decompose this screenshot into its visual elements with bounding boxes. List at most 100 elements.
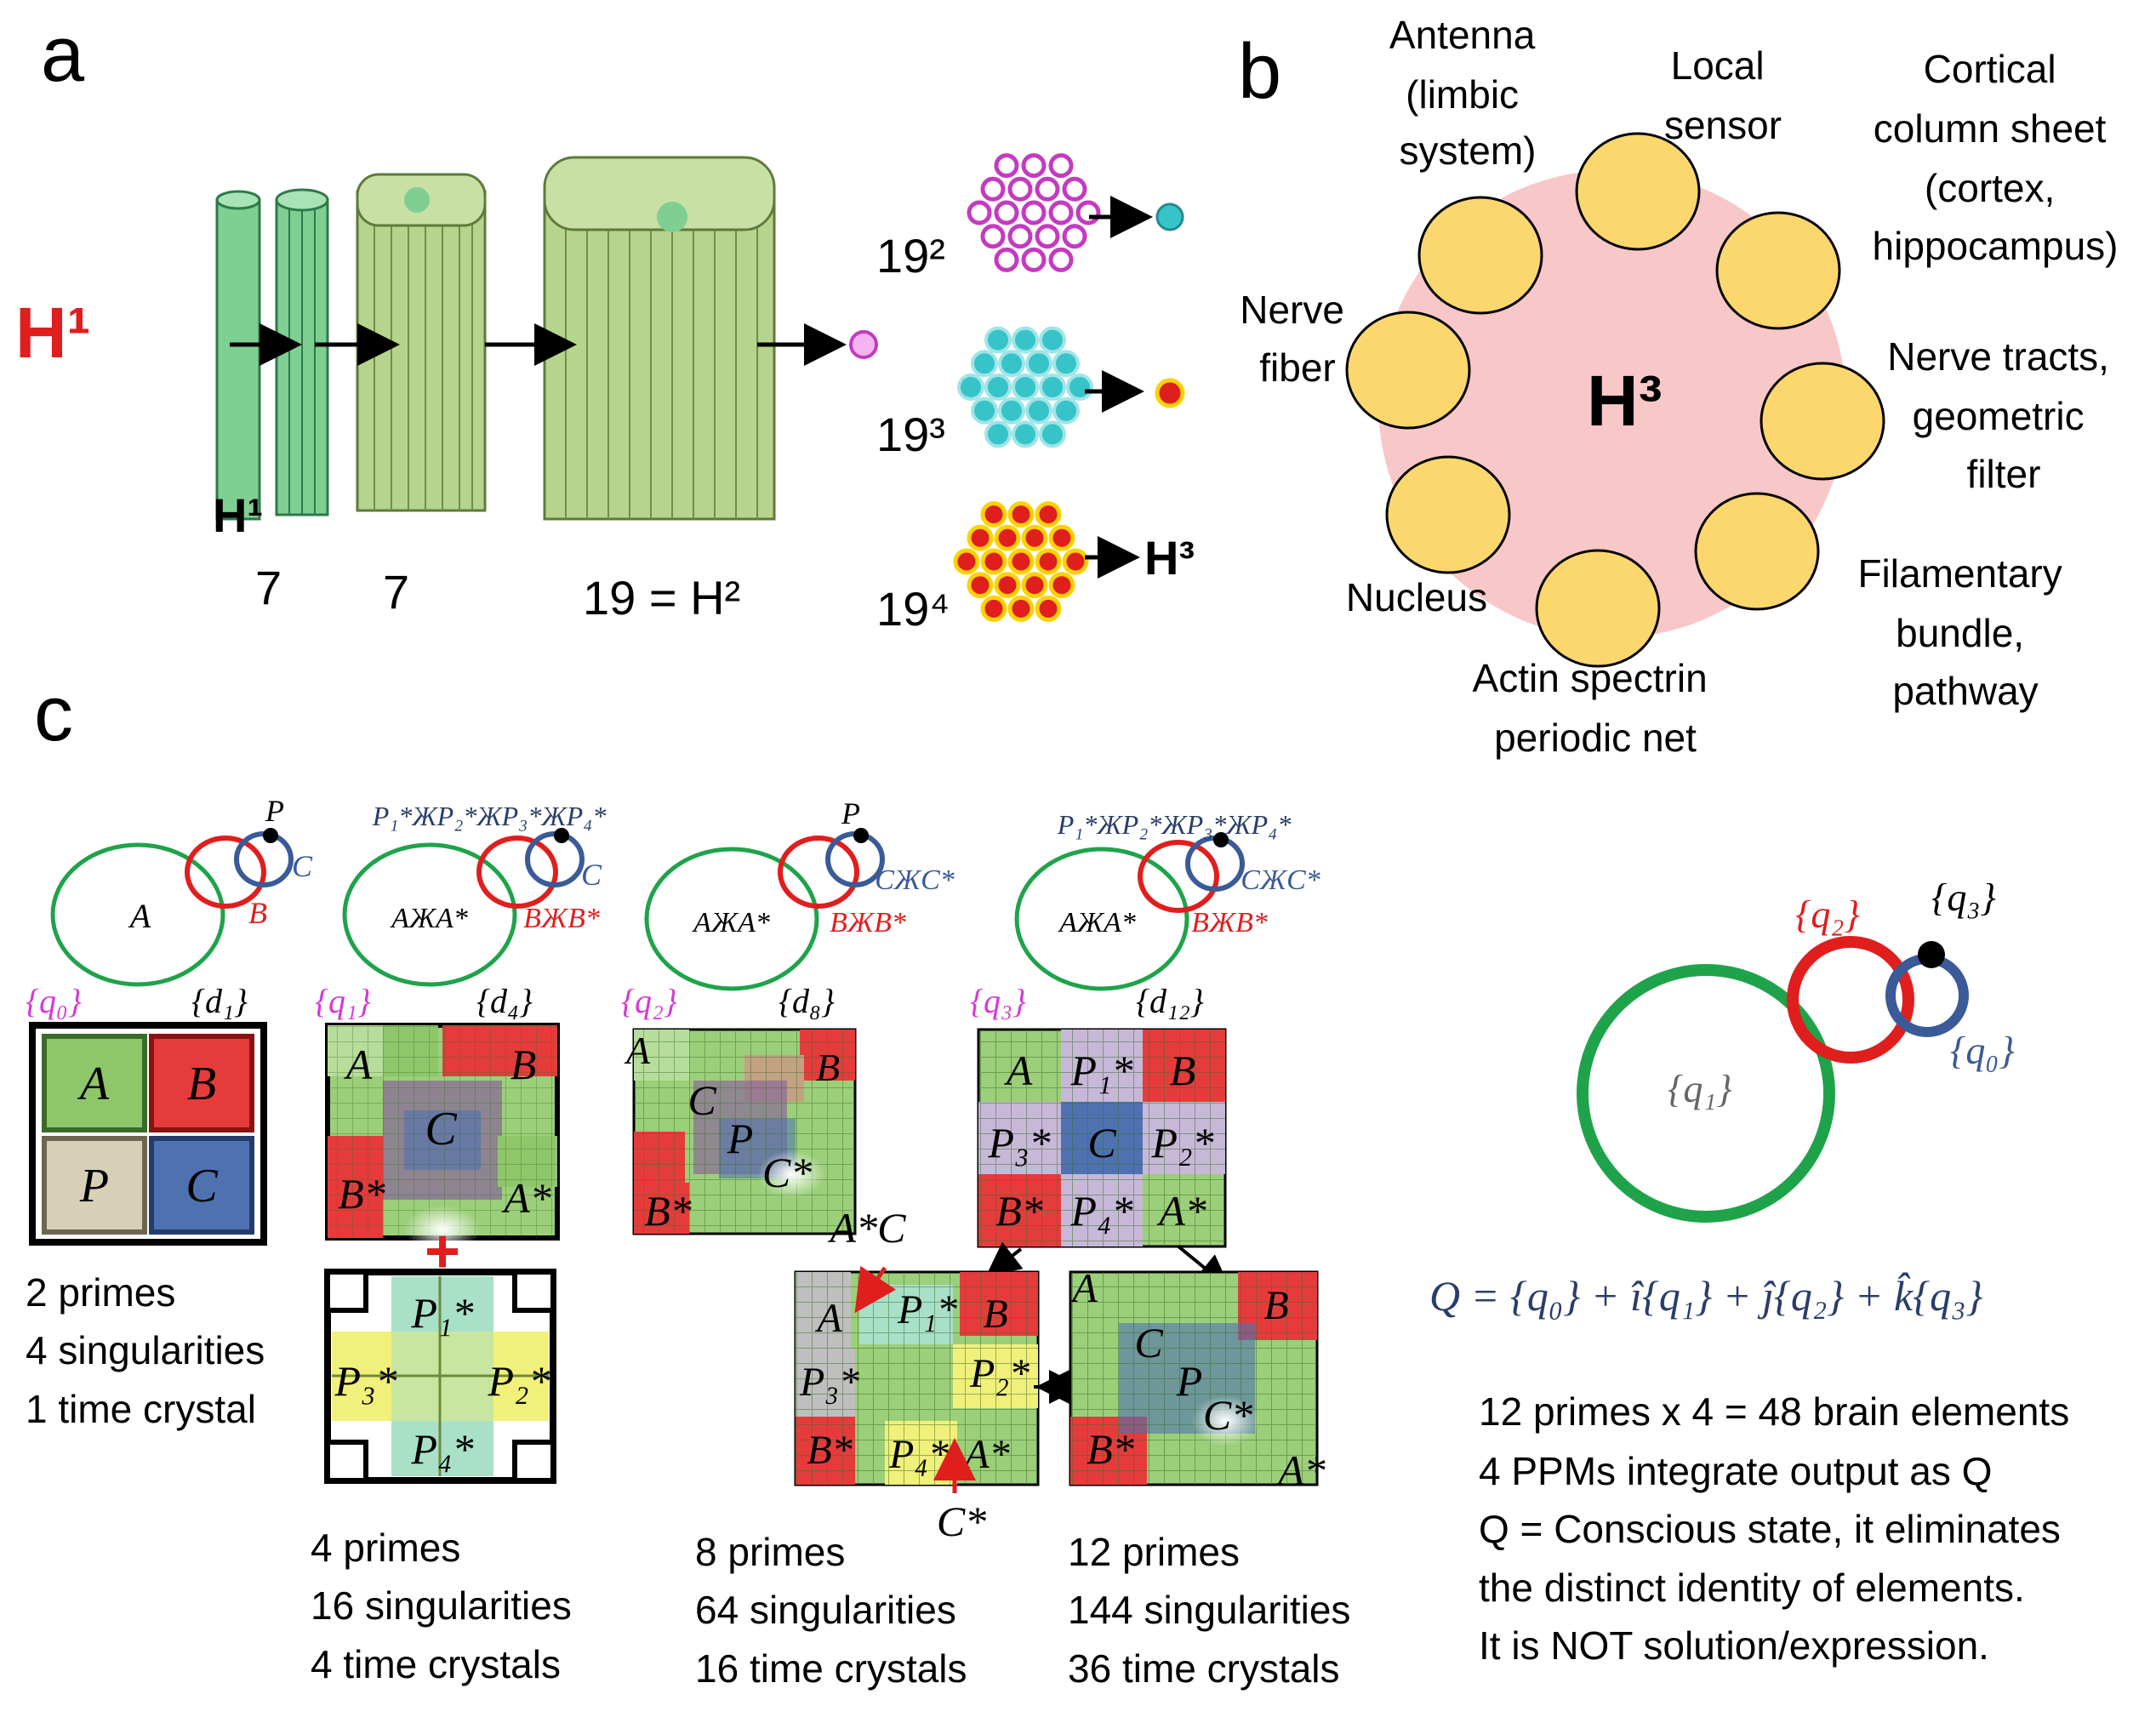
svg-text:P₄*: P₄* <box>411 1425 474 1473</box>
circle-triple-2: AЖA* BЖB* C P₁*ЖP₂*ЖP₃*ЖP₄* <box>342 801 606 987</box>
b-node-nerve-fiber <box>1345 311 1471 430</box>
svg-text:BЖB*: BЖB* <box>1191 907 1268 938</box>
svg-text:P₂*: P₂* <box>488 1357 550 1405</box>
cluster-node <box>957 374 984 401</box>
cluster-node <box>984 420 1012 448</box>
cluster-node <box>1039 420 1066 448</box>
svg-text:P₂*: P₂* <box>969 1351 1030 1396</box>
cluster-node <box>1007 501 1035 528</box>
cluster-node <box>1025 350 1052 378</box>
cluster-19-squared <box>967 153 1101 272</box>
svg-text:A*: A* <box>1156 1187 1206 1235</box>
svg-text:A: A <box>344 1041 373 1088</box>
quaternion-diagram: {q₂} {q₃} {q₁} {q₀} <box>1577 876 2015 1223</box>
cluster-node <box>998 350 1025 378</box>
svg-text:P₄*: P₄* <box>1070 1187 1133 1235</box>
svg-text:{q₂}: {q₂} <box>621 982 677 1020</box>
svg-text:AЖA*: AЖA* <box>692 907 770 938</box>
cluster-19-fourth <box>953 501 1089 622</box>
cluster-node <box>980 548 1007 575</box>
cluster-node <box>984 374 1012 401</box>
svg-text:C: C <box>1087 1119 1116 1167</box>
svg-text:P₁*: P₁* <box>897 1287 957 1332</box>
svg-text:{d₁}: {d₁} <box>191 982 248 1020</box>
level-19-3: 19³ <box>876 408 945 461</box>
h3-output-label: H³ <box>1144 531 1195 585</box>
output-node-magenta <box>849 330 878 359</box>
panel-b: b H³ Antenna (limbic system) Local senso… <box>1238 13 2119 760</box>
svg-text:P₁*: P₁* <box>1070 1047 1133 1094</box>
b-node-antenna <box>1417 196 1543 315</box>
cluster-node <box>994 524 1021 551</box>
svg-text:P: P <box>727 1115 754 1162</box>
svg-text:B: B <box>248 896 267 930</box>
grid-twelve-primes-right: A B C P C* B* A* <box>1069 1266 1326 1494</box>
cluster-node <box>1062 548 1089 575</box>
level-19-4: 19⁴ <box>876 582 950 636</box>
cluster-node <box>1062 224 1087 249</box>
svg-text:P: P <box>841 796 860 830</box>
cluster-node <box>1021 572 1048 599</box>
conclusion-notes: 12 primes x 4 = 48 brain elements 4 PPMs… <box>1479 1389 2080 1668</box>
cluster-node <box>994 247 1019 272</box>
svg-text:AЖA*: AЖA* <box>1058 907 1136 938</box>
b-label-cortical: Cortical column sheet (cortex, hippocamp… <box>1873 47 2119 268</box>
cluster-node <box>1007 176 1033 202</box>
cluster-node <box>1048 524 1075 551</box>
svg-text:{q₀}: {q₀} <box>1950 1029 2015 1072</box>
h3-center-label: H³ <box>1587 361 1663 441</box>
svg-text:C: C <box>292 849 313 883</box>
svg-text:P₁*: P₁* <box>411 1289 474 1337</box>
grid-twelve-primes-top: A P₁* B P₃* C P₂* B* P₄* A* <box>977 1028 1227 1248</box>
b-node-nucleus <box>1385 455 1511 574</box>
svg-text:P₂*: P₂* <box>1151 1119 1214 1167</box>
cluster-node <box>967 572 994 599</box>
svg-text:A*C: A*C <box>828 1204 907 1252</box>
b-label-antenna: Antenna (limbic system) <box>1389 13 1546 173</box>
svg-text:A*: A* <box>501 1174 551 1222</box>
b-label-nerve-fiber: Nerve fiber <box>1240 288 1355 390</box>
panel-a-letter: a <box>41 11 85 98</box>
h1-label: H¹ <box>213 488 263 542</box>
level-19-2: 19² <box>876 229 945 282</box>
cluster-node <box>967 200 992 225</box>
cluster-node <box>980 501 1007 528</box>
h1-title: H¹ <box>15 293 91 373</box>
cluster-node <box>971 396 998 425</box>
quaternion-equation: Q = {q₀} + î{q₁} + ĵ{q₂} + k̂{q₃} <box>1429 1271 1983 1320</box>
panel-c: c A B C P AЖA* BЖB* C P₁*ЖP₂*ЖP₃*ЖP₄* <box>26 670 2080 1691</box>
stats-8-primes: 8 primes 64 singularities 16 time crysta… <box>695 1530 967 1691</box>
svg-text:CЖC*: CЖC* <box>1241 864 1320 896</box>
grid-header-labels: {q₀} {d₁} {q₁} {d₄} {q₂} {d₈} {q₃} {d₁₂} <box>26 982 1204 1020</box>
svg-text:{q₂}: {q₂} <box>1795 893 1860 936</box>
panel-b-letter: b <box>1238 28 1281 115</box>
count-seven-a: 7 <box>255 561 282 614</box>
svg-text:C: C <box>185 1160 218 1212</box>
cluster-node <box>994 153 1019 179</box>
forty-nine-bundle <box>356 173 487 512</box>
cluster-node <box>953 548 980 575</box>
cluster-node <box>1039 374 1066 401</box>
svg-text:C: C <box>425 1103 457 1155</box>
svg-text:C*: C* <box>762 1149 812 1196</box>
panel-c-letter: c <box>34 670 73 757</box>
cluster-node <box>1025 396 1052 425</box>
svg-text:{q₃}: {q₃} <box>970 982 1026 1020</box>
b-node-cortical <box>1715 211 1841 330</box>
grid-two-primes: A B P C <box>29 1022 267 1246</box>
svg-text:B: B <box>1170 1047 1196 1094</box>
svg-text:C: C <box>687 1076 716 1124</box>
svg-text:P: P <box>1176 1357 1203 1405</box>
grid-eight-primes: A B C P C* B* A*C <box>624 1028 907 1252</box>
svg-text:A: A <box>128 897 151 935</box>
svg-text:B*: B* <box>995 1187 1043 1235</box>
circle-triple-1: A B C P <box>50 794 313 987</box>
count-nineteen: 19 = H² <box>583 571 740 625</box>
svg-text:B*: B* <box>1087 1425 1134 1473</box>
svg-text:{d₄}: {d₄} <box>476 982 533 1020</box>
svg-text:{q₃}: {q₃} <box>1931 876 1996 919</box>
cluster-node <box>998 396 1025 425</box>
grid-four-primes-pstar: P₁* P₃* P₂* P₄* <box>324 1269 556 1484</box>
cluster-node <box>1012 420 1039 448</box>
cluster-node <box>1012 374 1039 401</box>
